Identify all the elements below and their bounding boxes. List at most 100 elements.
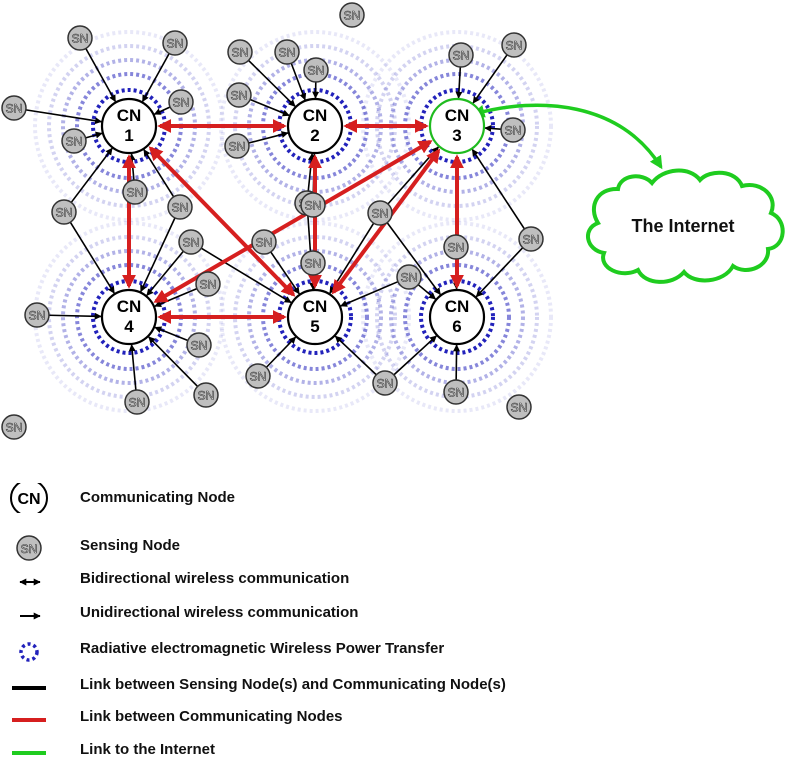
svg-text:SN: SN	[279, 46, 296, 60]
svg-text:SN: SN	[372, 207, 389, 221]
sn-link-24	[48, 312, 102, 320]
legend-text: Link between Sensing Node(s) and Communi…	[80, 676, 506, 693]
svg-text:CN: CN	[17, 491, 40, 508]
svg-text:SN: SN	[6, 102, 23, 116]
sn-link-34	[265, 336, 297, 368]
wpt-ring-6-5	[361, 221, 553, 413]
sensing-node: SN	[300, 192, 326, 218]
sn-link-16	[472, 54, 508, 104]
sn-link-8	[247, 59, 296, 107]
sensing-node: SN	[251, 229, 277, 255]
sensing-node: SN	[367, 200, 393, 226]
sensing-node: SN	[226, 82, 252, 108]
legend-item-wpt: Radiative electromagnetic Wireless Power…	[0, 634, 800, 664]
cn-label: CN	[445, 106, 470, 125]
communicating-node-3: CN3	[428, 97, 486, 155]
legend-item-sn-link: Link between Sensing Node(s) and Communi…	[0, 670, 800, 700]
cn-label: CN	[303, 106, 328, 125]
legend-item-unidirectional: Unidirectional wireless communication	[0, 598, 800, 628]
sensing-node: SN	[501, 32, 527, 58]
red-line-icon	[12, 718, 46, 722]
sn-link-1	[141, 53, 170, 103]
cn-number: 6	[452, 317, 461, 336]
sensing-node: SN	[51, 199, 77, 225]
sn-link-4	[85, 131, 103, 139]
cn-number: 4	[124, 317, 134, 336]
cn-number: 2	[310, 126, 319, 145]
black-line-icon	[12, 686, 46, 690]
legend-text: Communicating Node	[80, 489, 236, 506]
sn-link-26	[128, 344, 137, 391]
sensing-node: SN	[124, 389, 150, 415]
sensing-node: SN	[506, 394, 532, 420]
legend: CN Communicating Node SN Sensing Node Bi…	[0, 468, 800, 766]
wpt-ring-6-2	[403, 263, 511, 371]
wpt-ring-6-4	[375, 235, 539, 399]
svg-text:SN: SN	[200, 278, 217, 292]
svg-text:SN: SN	[6, 421, 23, 435]
internet-group: The Internet	[471, 103, 785, 284]
sensing-node: SN	[274, 39, 300, 65]
sn-link-5	[70, 147, 113, 203]
svg-text:SN: SN	[167, 37, 184, 51]
svg-text:SN: SN	[66, 135, 83, 149]
sensing-nodes: SN SN SN SN SN SN SN SN SN SN SN SN SN SN SN SN SN SN SN SN…	[1, 2, 544, 440]
svg-text:SN: SN	[21, 542, 38, 556]
sensing-node: SN	[303, 57, 329, 83]
svg-text:SN: SN	[250, 370, 267, 384]
svg-text:SN: SN	[377, 377, 394, 391]
sensing-node: SN	[24, 302, 50, 328]
svg-text:SN: SN	[448, 386, 465, 400]
cn-label: CN	[117, 106, 142, 125]
cn-number: 5	[310, 317, 319, 336]
legend-text: Link to the Internet	[80, 741, 215, 758]
sn-link-2	[25, 109, 103, 125]
svg-text:SN: SN	[173, 96, 190, 110]
sn-link-25	[154, 326, 189, 342]
sensing-node: SN	[372, 370, 398, 396]
svg-text:SN: SN	[127, 186, 144, 200]
legend-text: Radiative electromagnetic Wireless Power…	[80, 640, 445, 657]
legend-item-internet-link: Link to the Internet	[0, 735, 800, 765]
svg-text:SN: SN	[448, 241, 465, 255]
sn-link-9	[290, 62, 307, 101]
sn-link-40	[393, 335, 437, 376]
svg-text:SN: SN	[56, 206, 73, 220]
sensing-node: SN	[178, 229, 204, 255]
sn-link-21	[140, 217, 176, 293]
sn-legend-icon: SN	[16, 535, 42, 561]
cn-legend-icon: CN	[10, 483, 48, 513]
legend-text: Link between Communicating Nodes	[80, 708, 343, 725]
svg-text:SN: SN	[232, 46, 249, 60]
svg-text:SN: SN	[256, 236, 273, 250]
sn-link-33	[340, 280, 399, 307]
sensing-node: SN	[339, 2, 365, 28]
sensing-node: SN	[1, 95, 27, 121]
sn-link-15	[455, 66, 463, 99]
svg-text:SN: SN	[198, 389, 215, 403]
unidirectional-arrow-icon	[20, 612, 41, 620]
sn-link-20	[69, 221, 115, 294]
bidirectional-arrow-icon	[19, 578, 41, 586]
cn-label: CN	[445, 297, 470, 316]
legend-text: Sensing Node	[80, 537, 181, 554]
green-line-icon	[12, 751, 46, 755]
svg-text:SN: SN	[305, 199, 322, 213]
svg-text:SN: SN	[511, 401, 528, 415]
sensing-node: SN	[443, 379, 469, 405]
sensing-node: SN	[518, 226, 544, 252]
wpt-ring-icon	[19, 642, 39, 662]
sensing-node: SN	[227, 39, 253, 65]
legend-text: Unidirectional wireless communication	[80, 604, 359, 621]
sensing-node: SN	[245, 363, 271, 389]
sn-link-39	[475, 247, 524, 298]
sn-link-35	[334, 335, 377, 376]
svg-text:SN: SN	[505, 124, 522, 138]
svg-text:SN: SN	[129, 396, 146, 410]
svg-text:SN: SN	[344, 9, 361, 23]
svg-text:SN: SN	[305, 257, 322, 271]
svg-text:SN: SN	[506, 39, 523, 53]
svg-text:SN: SN	[191, 339, 208, 353]
